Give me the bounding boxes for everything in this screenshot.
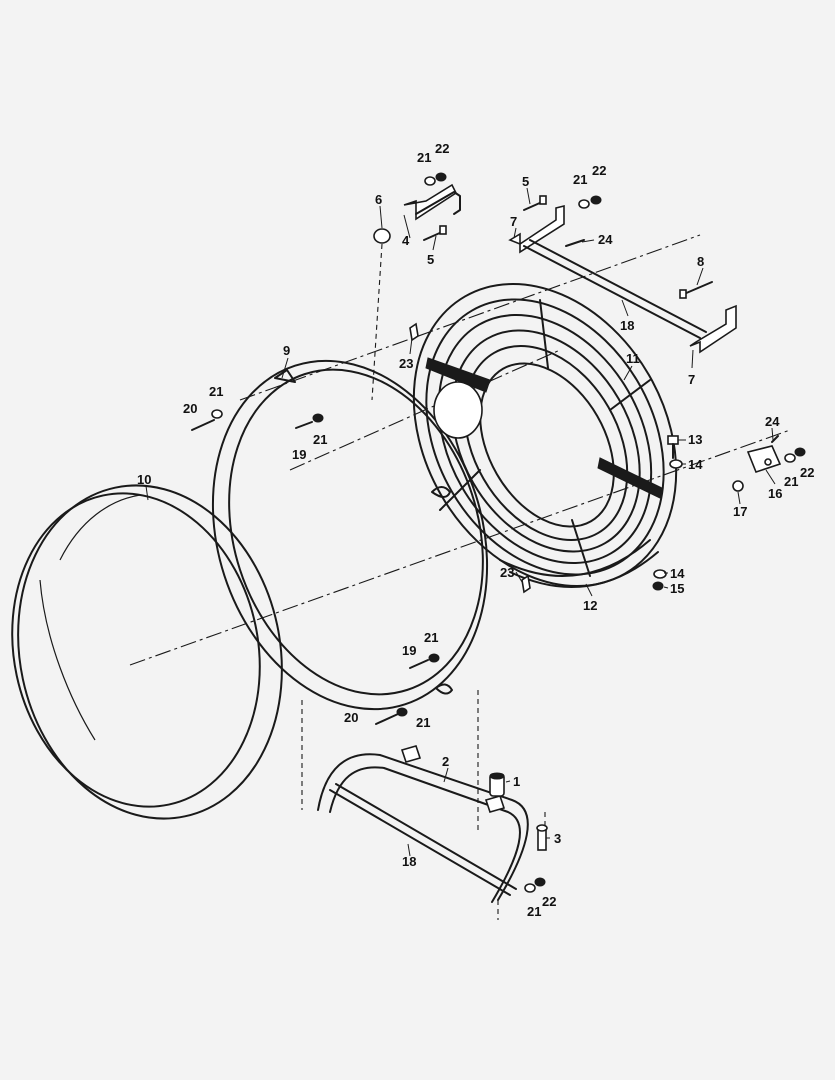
- part-7-bracket-right: [689, 304, 737, 354]
- callout-21: 21: [416, 715, 430, 730]
- callout-10: 10: [137, 472, 151, 487]
- part-6-spacer: [371, 228, 391, 401]
- part-24-screw-right: [771, 435, 779, 443]
- callout-14: 14: [670, 566, 685, 581]
- part-17-washer: [732, 480, 744, 492]
- callout-21: 21: [209, 384, 223, 399]
- callout-7: 7: [510, 214, 517, 229]
- washers-21-22: [211, 172, 806, 893]
- callout-21: 21: [424, 630, 438, 645]
- part-4-bracket: [403, 183, 461, 221]
- callout-21: 21: [527, 904, 541, 919]
- callout-18: 18: [402, 854, 416, 869]
- callout-20: 20: [344, 710, 358, 725]
- callout-19: 19: [292, 447, 306, 462]
- part-3-bolt: [536, 824, 548, 851]
- callout-11: 11: [626, 351, 640, 366]
- callout-18: 18: [620, 318, 634, 333]
- part-18-lower-rod: [329, 783, 517, 896]
- part-20-bolt-upper: [191, 419, 215, 431]
- part-9-fan-ring: [211, 359, 489, 711]
- part-5-bolt-upper: [423, 195, 547, 241]
- callout-21: 21: [313, 432, 327, 447]
- callout-12: 12: [583, 598, 597, 613]
- callout-5: 5: [427, 252, 434, 267]
- callout-14: 14: [688, 457, 703, 472]
- callout-4: 4: [402, 233, 410, 248]
- callout-23: 23: [399, 356, 413, 371]
- centerlines: [129, 234, 791, 666]
- part-13-bolt: [667, 435, 679, 459]
- callout-21: 21: [417, 150, 431, 165]
- part-7-bracket-left: [508, 204, 565, 254]
- callout-8: 8: [697, 254, 704, 269]
- callout-17: 17: [733, 504, 747, 519]
- part-20-bolt-lower: [375, 713, 399, 725]
- callout-21: 21: [573, 172, 587, 187]
- callout-22: 22: [800, 465, 814, 480]
- part-10-shroud-band: [11, 484, 283, 820]
- callout-1: 1: [513, 774, 520, 789]
- callout-3: 3: [554, 831, 561, 846]
- part-19-bolt-upper: [295, 421, 313, 429]
- part-24-screw-upper: [565, 239, 585, 247]
- part-1-bushing: [489, 772, 505, 797]
- callout-24: 24: [598, 232, 613, 247]
- part-15-nut: [652, 581, 664, 591]
- callout-20: 20: [183, 401, 197, 416]
- part-23-clip: [409, 322, 531, 594]
- callout-22: 22: [592, 163, 606, 178]
- callout-labels: 21 22 6 4 5 5 21 22 7 24 8 18 7 23 9 11 …: [137, 141, 814, 919]
- callout-13: 13: [688, 432, 702, 447]
- callout-2: 2: [442, 754, 449, 769]
- callout-7: 7: [688, 372, 695, 387]
- part-19-bolt-lower: [409, 659, 429, 669]
- callout-22: 22: [435, 141, 449, 156]
- part-14-washer-lower: [653, 569, 667, 579]
- part-8-bolt: [679, 281, 713, 299]
- callout-5: 5: [522, 174, 529, 189]
- bracket-dashed-guides: [301, 690, 546, 920]
- callout-23: 23: [500, 565, 514, 580]
- part-14-washer-upper: [669, 459, 683, 469]
- part-2-support-bracket: [317, 745, 529, 903]
- callout-22: 22: [542, 894, 556, 909]
- callout-16: 16: [768, 486, 782, 501]
- callout-21: 21: [784, 474, 798, 489]
- part-16-plate: [746, 445, 782, 473]
- leader-lines: [145, 187, 776, 857]
- callout-24: 24: [765, 414, 780, 429]
- part-18-upper-rod: [523, 239, 707, 339]
- callout-6: 6: [375, 192, 382, 207]
- callout-9: 9: [283, 343, 290, 358]
- callout-19: 19: [402, 643, 416, 658]
- callout-15: 15: [670, 581, 684, 596]
